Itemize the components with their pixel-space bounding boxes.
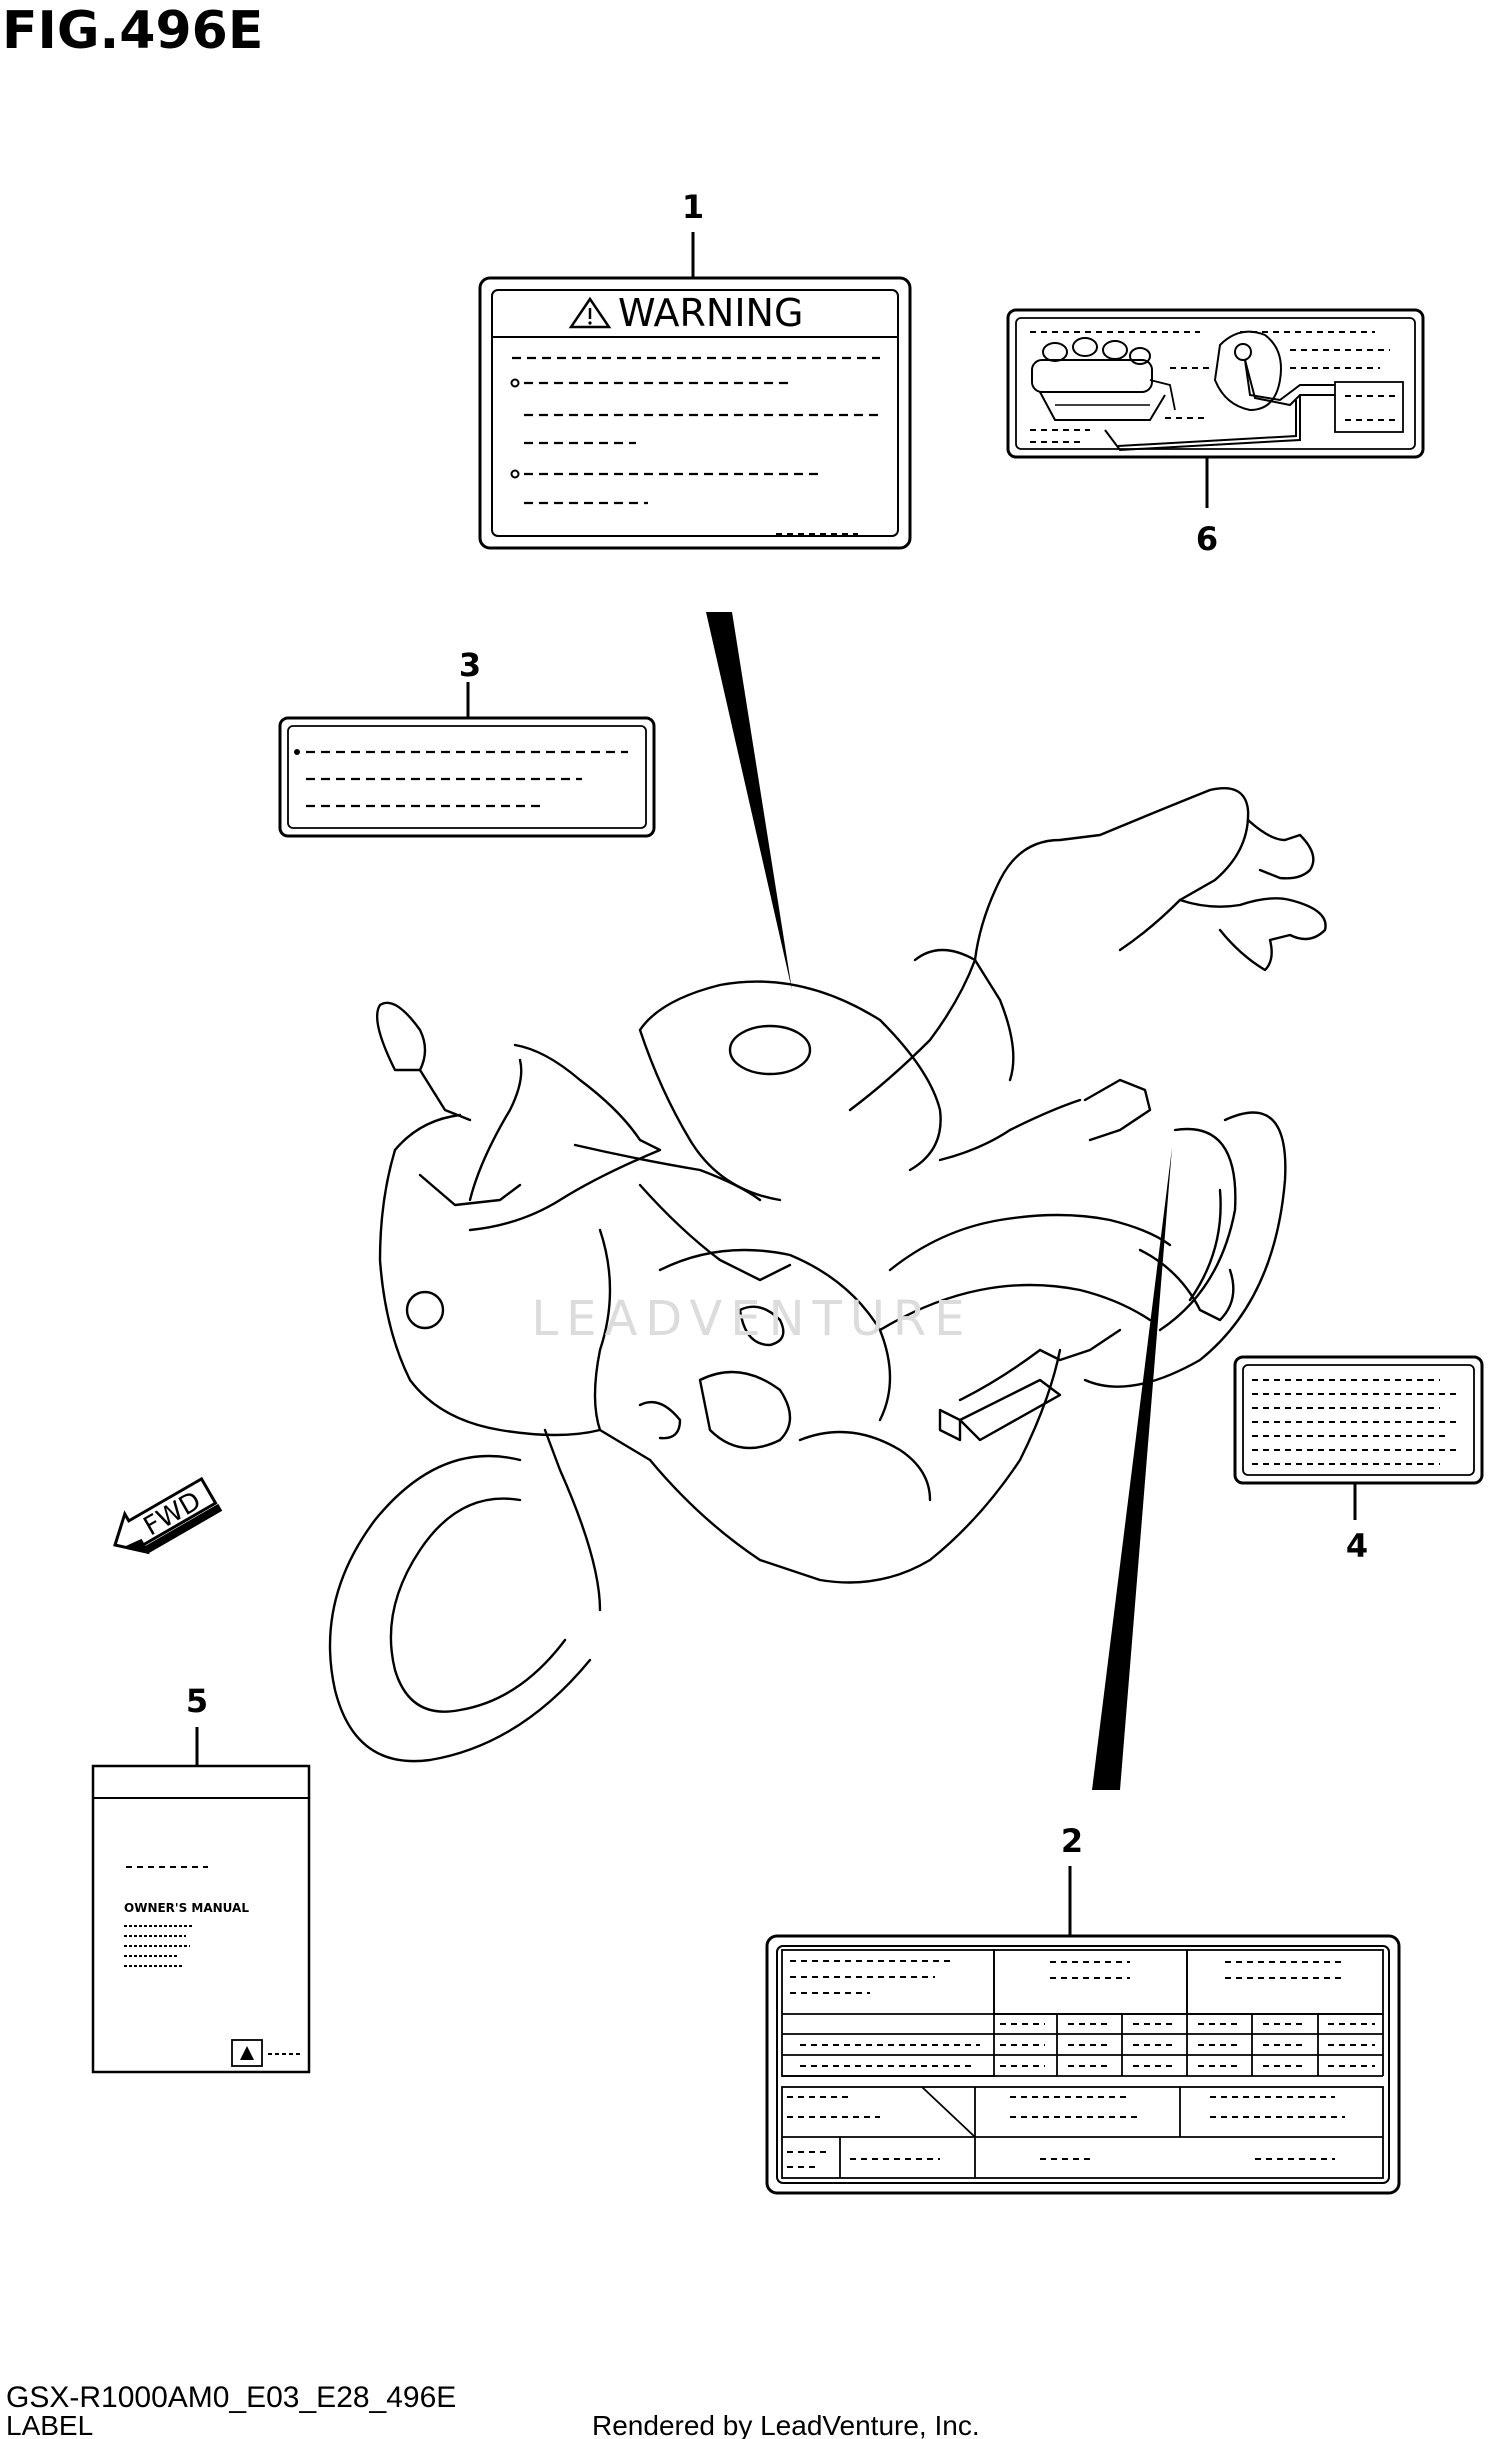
callout-number-2: 2 xyxy=(1061,1822,1083,1860)
section-name: LABEL xyxy=(6,2410,93,2439)
item-5-owners-manual[interactable]: OWNER'S MANUAL xyxy=(91,1764,311,2074)
pointer-wedge-label-2 xyxy=(1092,1148,1172,1790)
throttle-body-icon xyxy=(1031,337,1176,421)
callout-number-1: 1 xyxy=(682,188,704,226)
callout-number-3: 3 xyxy=(459,646,481,684)
callout-number-5: 5 xyxy=(186,1682,208,1720)
render-credit: Rendered by LeadVenture, Inc. xyxy=(592,2410,980,2439)
label-3[interactable] xyxy=(278,716,656,838)
warning-heading: WARNING xyxy=(618,291,803,335)
fwd-direction-arrow: FWD xyxy=(113,1476,223,1555)
label-4[interactable] xyxy=(1233,1355,1484,1485)
watermark-text: LEADVENTURE xyxy=(531,1291,972,1347)
label-1-warning[interactable]: WARNING xyxy=(478,276,912,550)
figure-title: FIG.496E xyxy=(2,1,263,61)
callout-number-4: 4 xyxy=(1346,1527,1368,1565)
manual-title: OWNER'S MANUAL xyxy=(124,1901,249,1915)
motorcycle-illustration xyxy=(328,787,1327,1763)
label-2-information[interactable] xyxy=(765,1934,1401,2195)
label-6-hose-routing[interactable] xyxy=(1006,308,1425,459)
warning-triangle-icon xyxy=(568,296,612,329)
callout-number-6: 6 xyxy=(1196,520,1218,558)
canister-icon xyxy=(1104,330,1335,452)
model-code: GSX-R1000AM0_E03_E28_496E xyxy=(6,2381,456,2414)
pointer-wedge-label-1 xyxy=(706,612,792,990)
suzuki-logo-icon xyxy=(231,2039,263,2067)
